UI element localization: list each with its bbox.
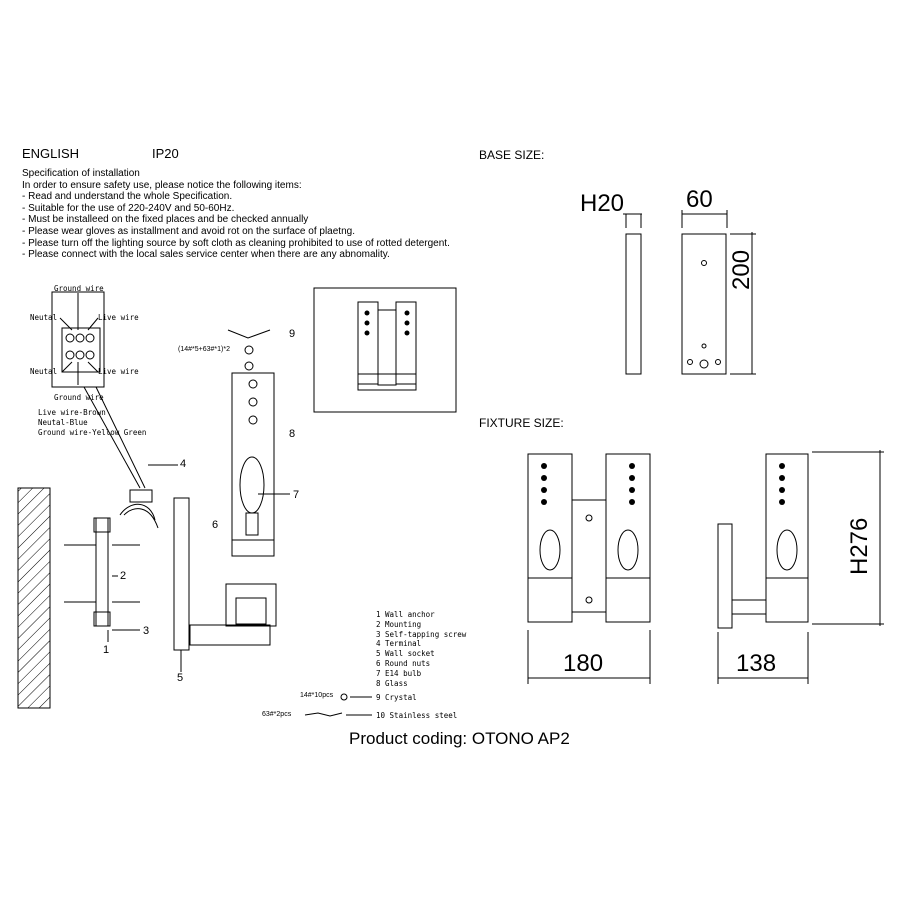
live-wire-bottom-label: Live wire <box>98 367 139 376</box>
callout-9: 9 <box>289 328 296 340</box>
parts-list-item: 4 Terminal <box>376 639 422 649</box>
neutal-top-label: Neutal <box>30 313 58 322</box>
callout-4: 4 <box>180 458 187 470</box>
spec-item: - Please wear gloves as installment and … <box>22 225 355 237</box>
live-wire-top-label: Live wire <box>98 313 139 322</box>
spec-item: - Must be installeed on the fixed places… <box>22 214 309 226</box>
spec-intro: In order to ensure safety use, please no… <box>22 179 302 191</box>
callout-6: 6 <box>212 519 219 531</box>
accessory-qty: 63#*2pcs <box>262 711 292 718</box>
spec-item: - Read and understand the whole Specific… <box>22 191 233 203</box>
base-height-dimension: H20 <box>580 190 625 217</box>
specification-block: Specification of installation In order t… <box>22 168 492 261</box>
callout-1: 1 <box>103 644 110 656</box>
callout-3: 3 <box>143 625 150 637</box>
wire-color-legend: Live wire-Brown Neutal-Blue Ground wire-… <box>38 408 146 438</box>
parts-list-item: 5 Wall socket <box>376 649 435 659</box>
parts-list-item: 6 Round nuts <box>376 658 431 668</box>
parts-list-item: 1 Wall anchor <box>376 610 435 619</box>
base-size-label: BASE SIZE: <box>479 148 545 162</box>
parts-list: 1 Wall anchor 2 Mounting 3 Self-tapping … <box>376 610 466 688</box>
spec-item: - Suitable for the use of 220-240V and 5… <box>22 202 235 214</box>
neutal-bottom-label: Neutal <box>30 367 58 376</box>
spec-title: Specification of installation <box>22 168 140 179</box>
callout-5: 5 <box>177 672 184 684</box>
accessory-label: 10 Stainless steel <box>376 711 458 720</box>
terminal-box-outline <box>51 291 105 388</box>
fixture-height-dimension: H276 <box>846 517 873 575</box>
base-width-dimension: 60 <box>686 186 713 213</box>
spec-item: - Please connect with the local sales se… <box>22 249 390 261</box>
parts-list-item: 2 Mounting <box>376 619 422 629</box>
callout-2: 2 <box>120 570 127 582</box>
legend-item: Live wire-Brown <box>38 408 106 417</box>
ground-wire-bottom-label: Ground wire <box>54 393 104 402</box>
ground-wire-top-label: Ground wire <box>54 284 104 293</box>
fixture-size-label: FIXTURE SIZE: <box>479 416 564 430</box>
crystal-count-label: (14#*5+63#*1)*2 <box>178 346 230 353</box>
fixture-depth-dimension: 138 <box>736 650 777 677</box>
legend-item: Ground wire-Yellow Green <box>38 428 147 437</box>
callout-8: 8 <box>289 428 296 440</box>
callout-7: 7 <box>293 489 300 501</box>
product-coding: Product coding: OTONO AP2 <box>349 729 570 748</box>
legend-item: Neutal-Blue <box>38 418 88 427</box>
parts-list-item: 3 Self-tapping screw <box>376 629 467 639</box>
accessory-qty: 14#*10pcs <box>300 692 334 699</box>
base-depth-dimension: 200 <box>728 249 755 290</box>
fixture-width-dimension: 180 <box>563 650 604 677</box>
ip-rating: IP20 <box>152 146 179 161</box>
parts-list-item: 8 Glass <box>376 678 408 688</box>
parts-list-item: 7 E14 bulb <box>376 668 422 678</box>
accessory-label: 9 Crystal <box>376 693 417 702</box>
spec-item: - Please turn off the lighting source by… <box>22 237 450 249</box>
language-label: ENGLISH <box>22 146 80 161</box>
